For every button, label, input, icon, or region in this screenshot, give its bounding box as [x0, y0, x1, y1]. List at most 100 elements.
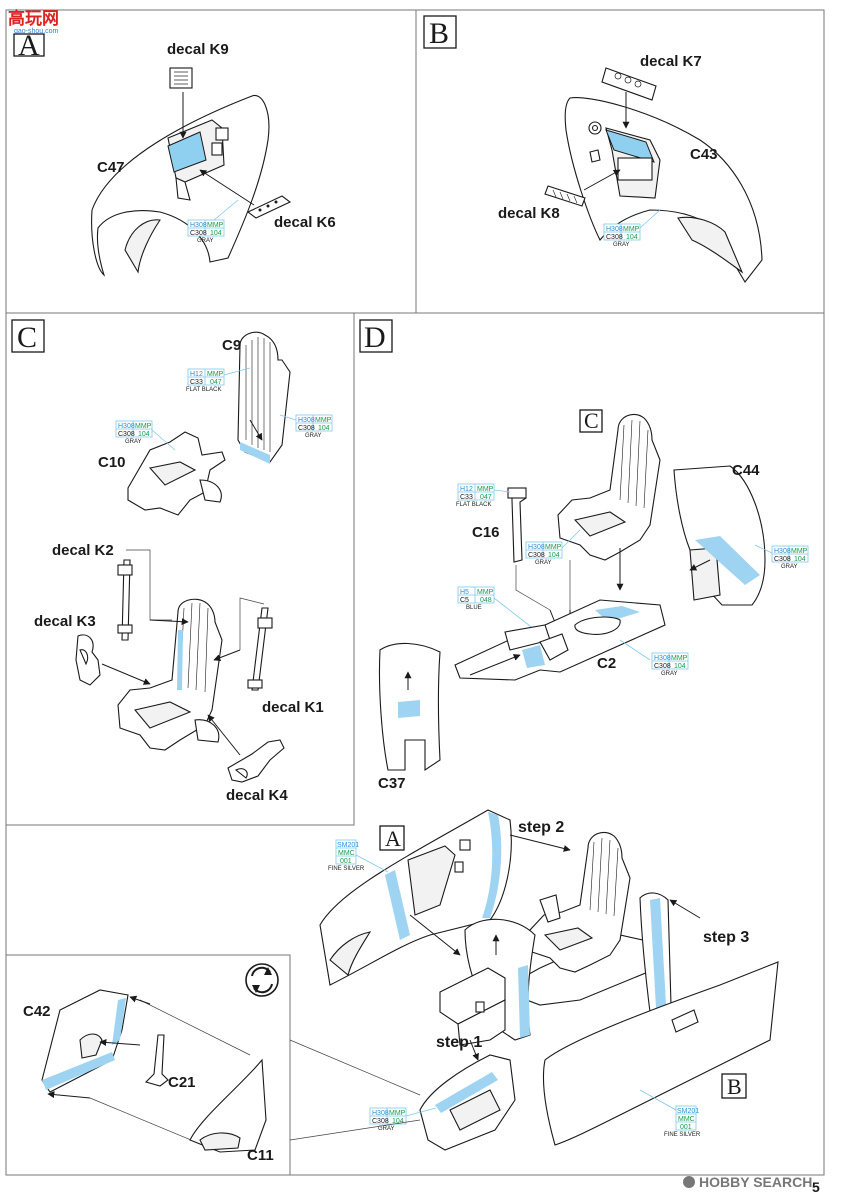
svg-text:104: 104 — [318, 425, 330, 432]
panel-d-sub-letter: C — [584, 408, 599, 433]
label-c10: C10 — [98, 454, 126, 471]
assembly-right-side — [542, 961, 779, 1146]
svg-text:H308: H308 — [372, 1110, 389, 1117]
svg-text:C308: C308 — [606, 234, 623, 241]
svg-text:C5: C5 — [460, 597, 469, 604]
label-c44: C44 — [732, 462, 760, 479]
svg-text:H308: H308 — [298, 417, 315, 424]
label-step-2: step 2 — [518, 819, 564, 836]
panel-b-letter-box — [423, 15, 457, 49]
svg-text:H308: H308 — [118, 423, 135, 430]
label-decal-k9: decal K9 — [167, 41, 229, 58]
paint-code-a: H308 MMP C308 104 GRAY — [187, 219, 225, 244]
page-number: 5 — [812, 1179, 820, 1195]
svg-text:MMP: MMP — [477, 589, 494, 596]
label-decal-k6: decal K6 — [274, 214, 336, 231]
assembly-box-b-letter: B — [727, 1074, 742, 1099]
svg-text:MMC: MMC — [678, 1116, 695, 1123]
svg-text:104: 104 — [626, 234, 638, 241]
panel-d: D C C16 H12 MMP C33 047 FLAT BLAC — [359, 319, 809, 792]
svg-text:H12: H12 — [460, 486, 473, 493]
paint-code-d-gray-c44: H308 MMP C308 104 GRAY — [771, 545, 809, 570]
svg-text:MMP: MMP — [477, 486, 494, 493]
paint-code-d-black: H12 MMP C33 047 FLAT BLACK — [456, 483, 495, 508]
panel-c-letter-box — [11, 319, 45, 353]
label-c2: C2 — [597, 655, 616, 672]
label-c37: C37 — [378, 775, 406, 792]
svg-text:MMP: MMP — [207, 371, 224, 378]
label-step-3: step 3 — [703, 929, 749, 946]
part-c16 — [511, 487, 527, 563]
paint-code-b: H308 MMP C308 104 GRAY — [603, 223, 641, 248]
label-c16: C16 — [472, 524, 500, 541]
svg-text:C308: C308 — [528, 552, 545, 559]
svg-text:FINE SILVER: FINE SILVER — [328, 866, 365, 872]
svg-text:FLAT BLACK: FLAT BLACK — [186, 387, 221, 393]
label-decal-k3: decal K3 — [34, 613, 96, 630]
watermark-logo: 高玩网 — [8, 8, 59, 29]
svg-text:BLUE: BLUE — [466, 605, 482, 611]
assembly-box-a-letter: A — [385, 826, 401, 851]
label-c9: C9 — [222, 337, 241, 354]
svg-text:H12: H12 — [190, 371, 203, 378]
svg-text:MMP: MMP — [207, 222, 224, 229]
svg-text:001: 001 — [340, 858, 352, 865]
svg-text:MMC: MMC — [338, 850, 355, 857]
decal-k2-belt — [121, 559, 131, 641]
decal-k7-applied — [605, 129, 655, 163]
svg-text:H308: H308 — [606, 226, 623, 233]
svg-text:GRAY: GRAY — [378, 1126, 395, 1132]
svg-text:GRAY: GRAY — [781, 564, 798, 570]
label-c11: C11 — [247, 1147, 274, 1164]
svg-text:104: 104 — [138, 431, 150, 438]
watermark-url: gao-shou.com — [14, 28, 59, 35]
label-c43: C43 — [690, 146, 718, 163]
assembly-area: A SM201 MMC 001 FINE SILVER step 2 — [23, 809, 779, 1164]
label-decal-k1: decal K1 — [262, 699, 324, 716]
svg-text:MMP: MMP — [315, 417, 332, 424]
svg-text:047: 047 — [480, 494, 492, 501]
label-c42: C42 — [23, 1003, 51, 1020]
paint-code-assembly-gray: H308 MMP C308 104 GRAY — [369, 1107, 407, 1132]
panel-d-sub-letter-box — [579, 409, 603, 433]
panel-b: B decal K7 decal K8 C43 H308 — [423, 15, 763, 283]
label-decal-k2: decal K2 — [52, 542, 114, 559]
watermark-top: 高玩网 gao-shou.com — [8, 8, 59, 35]
panel-a: A decal K9 decal K6 C47 H308 MM — [13, 29, 336, 277]
label-decal-k7: decal K7 — [640, 53, 702, 70]
decal-k9-sheet — [169, 67, 193, 89]
label-decal-k4: decal K4 — [226, 787, 288, 804]
svg-text:MMP: MMP — [135, 423, 152, 430]
watermark-hobbysearch: HOBBY SEARCH — [699, 1174, 812, 1190]
label-c47: C47 — [97, 159, 125, 176]
label-decal-k8: decal K8 — [498, 205, 560, 222]
svg-text:SM201: SM201 — [337, 842, 359, 849]
label-c21: C21 — [168, 1074, 196, 1091]
paint-code-c-gray-1: H308 MMP C308 104 GRAY — [115, 420, 153, 445]
paint-code-assembly-silver-1: SM201 MMC 001 FINE SILVER — [328, 839, 365, 872]
svg-text:GRAY: GRAY — [197, 238, 214, 244]
svg-text:H308: H308 — [774, 548, 791, 555]
decal-k9-applied — [167, 131, 207, 173]
svg-text:H308: H308 — [190, 222, 207, 229]
part-c11 — [189, 1058, 267, 1153]
svg-text:104: 104 — [210, 230, 222, 237]
panel-b-letter: B — [429, 17, 449, 50]
paint-code-c-gray-2: H308 MMP C308 104 GRAY — [295, 414, 333, 439]
svg-text:C308: C308 — [118, 431, 135, 438]
svg-text:001: 001 — [680, 1124, 692, 1131]
svg-text:MMP: MMP — [791, 548, 808, 555]
watermark-bottom: HOBBY SEARCH 5 — [683, 1174, 820, 1195]
panel-frames — [5, 9, 825, 1176]
svg-text:GRAY: GRAY — [661, 671, 678, 677]
svg-text:C308: C308 — [372, 1118, 389, 1125]
decal-k7-sheet — [601, 67, 657, 101]
decal-k8-sheet — [544, 185, 586, 207]
panel-c: C C9 C10 H12 MMP C33 047 FLAT BLACK — [11, 319, 333, 804]
paint-code-d-gray-c2: H308 MMP C308 104 GRAY — [651, 652, 689, 677]
svg-text:C33: C33 — [460, 494, 473, 501]
assembly-box-b — [721, 1073, 747, 1099]
svg-text:C308: C308 — [190, 230, 207, 237]
svg-text:104: 104 — [392, 1118, 404, 1125]
